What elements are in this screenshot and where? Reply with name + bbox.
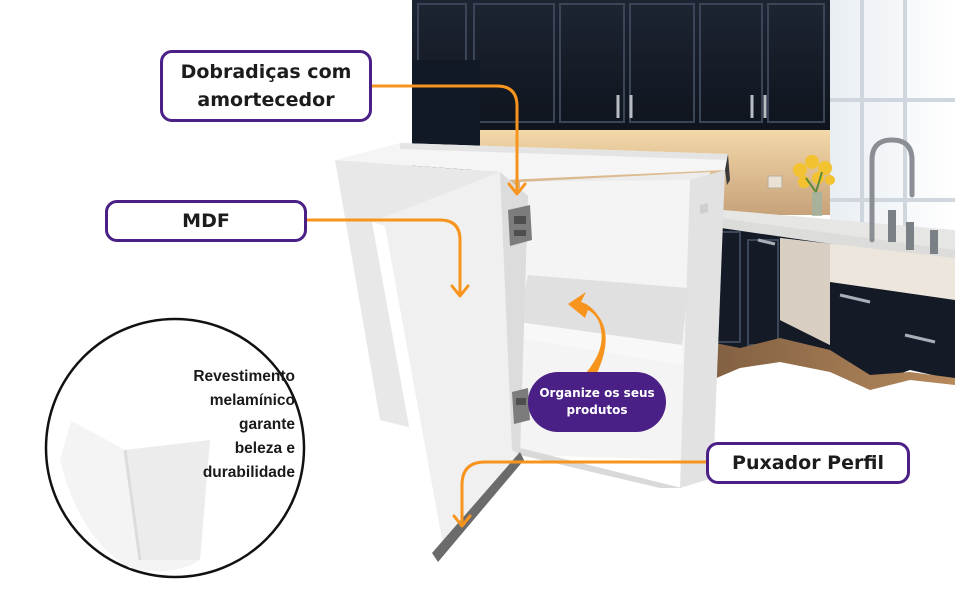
zoom-detail-text: Revestimento melamínico garante beleza e… [145, 365, 295, 485]
curved-arrow-icon [568, 292, 606, 373]
hinge-icon [508, 205, 532, 246]
zoom-detail-line: durabilidade [202, 464, 295, 481]
zoom-detail-line: melamínico [209, 392, 295, 409]
zoom-detail-line: Revestimento [193, 368, 295, 385]
organize-callout-line1: Organize os seus [539, 386, 655, 400]
zoom-detail-line: garante [239, 416, 295, 433]
arrow-icon [305, 84, 708, 528]
zoom-detail-line: beleza e [234, 440, 295, 457]
organize-callout-line2: produtos [566, 403, 628, 417]
material-callout: MDF [105, 200, 307, 242]
handle-callout: Puxador Perfil [706, 442, 910, 484]
zoom-detail-circle [44, 317, 306, 579]
hinges-callout-line1: Dobradiças com [180, 61, 352, 83]
hinge-icon [512, 388, 530, 424]
hinges-callout: Dobradiças com amortecedor [160, 50, 372, 122]
organize-callout: Organize os seus produtos [528, 372, 666, 432]
hinges-callout-line2: amortecedor [197, 89, 335, 111]
